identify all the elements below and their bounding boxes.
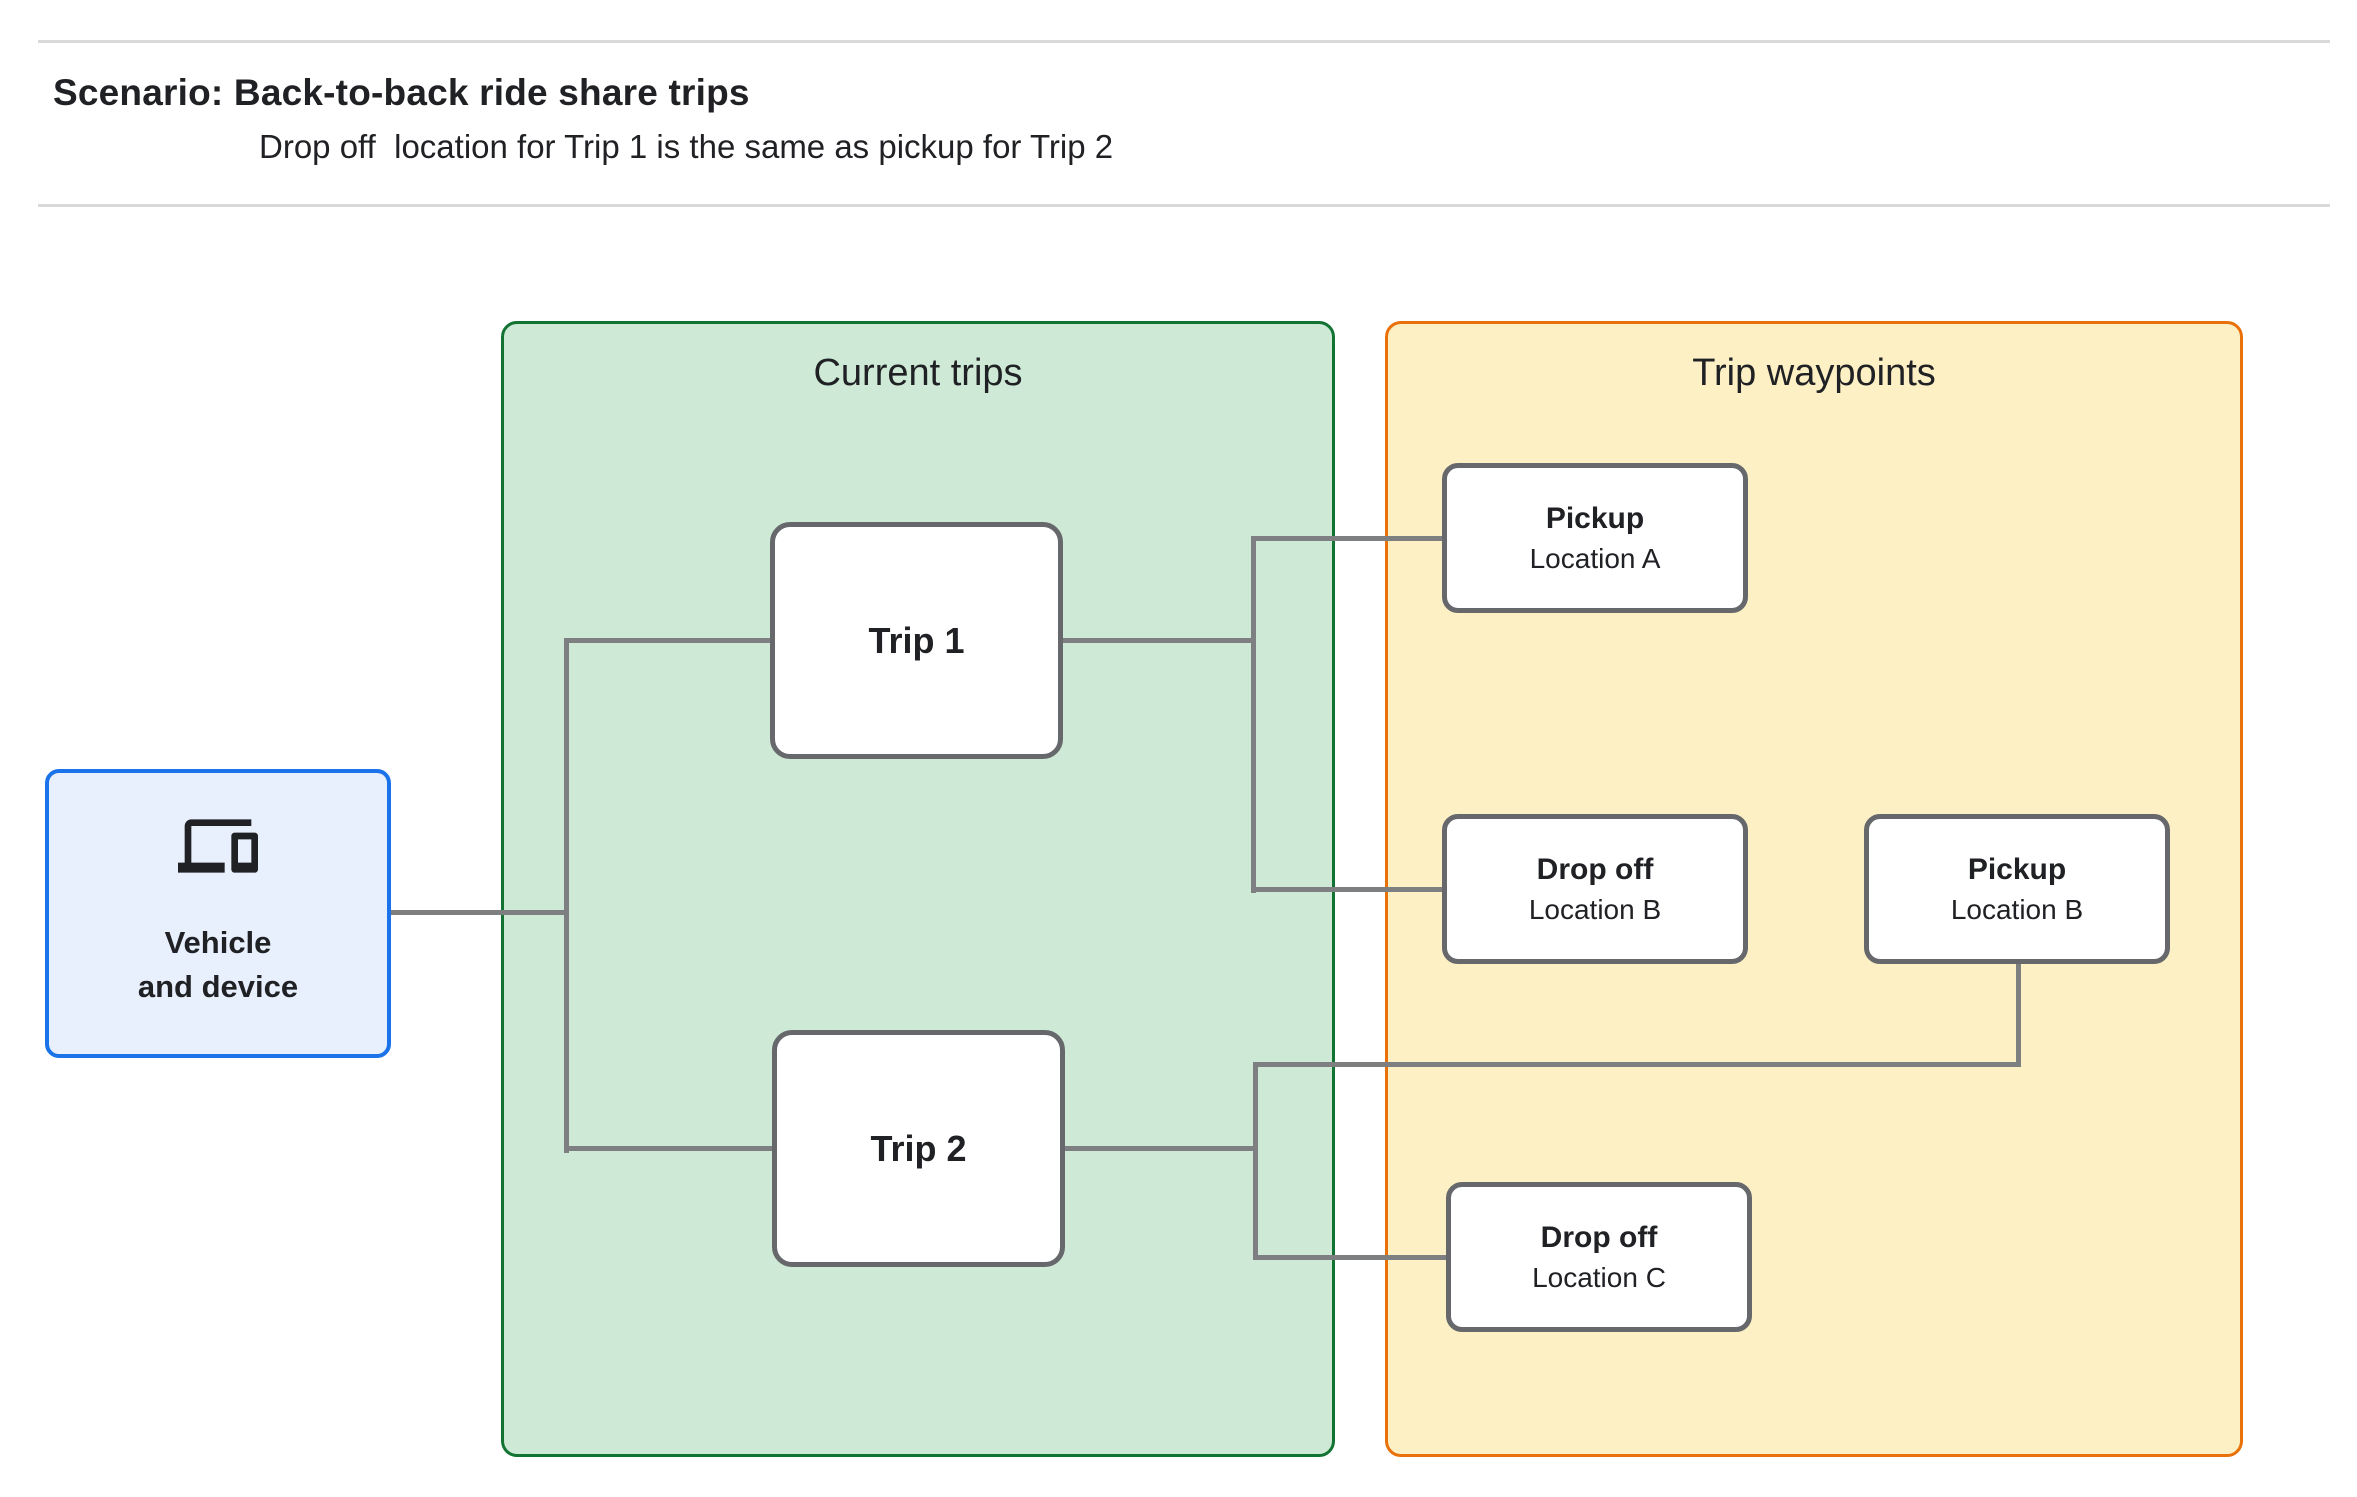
connector-trip1-pickup-a	[1251, 536, 1444, 541]
connector-vehicle-trunk	[391, 910, 568, 915]
waypoint-location: Location B	[1528, 893, 1662, 925]
divider-top	[38, 40, 2330, 43]
waypoint-type: Drop off	[1540, 1220, 1658, 1254]
vehicle-label-line2: and device	[137, 969, 299, 1004]
trip-1-label: Trip 1	[868, 619, 965, 661]
waypoint-location: Location B	[1950, 893, 2084, 925]
trip-1-node: Trip 1	[770, 522, 1063, 759]
waypoint-location: Location A	[1529, 542, 1661, 574]
vehicle-node: Vehicle and device	[45, 769, 391, 1058]
waypoint-type: Pickup	[1967, 852, 2067, 886]
connector-trip1-waypoints-trunk	[1251, 536, 1256, 893]
waypoint-node-pickup-location-a: Pickup Location A	[1442, 463, 1748, 613]
divider-bottom	[38, 204, 2330, 207]
connector-trunk-trip2	[564, 1146, 774, 1151]
trip-2-label: Trip 2	[870, 1127, 967, 1169]
vehicle-label-line1: Vehicle	[164, 925, 272, 960]
connector-trip2-trunk	[1063, 1146, 1258, 1151]
trip-2-node: Trip 2	[772, 1030, 1065, 1267]
waypoint-location: Location C	[1532, 1261, 1666, 1293]
connector-trip1-dropoff-b	[1251, 887, 1444, 892]
connector-trunk-trip1	[564, 638, 772, 643]
connector-trips-trunk	[564, 638, 569, 1153]
diagram-subtitle: Drop off location for Trip 1 is the same…	[259, 128, 1114, 165]
waypoint-node-dropoff-location-c: Drop off Location C	[1446, 1182, 1752, 1332]
waypoint-node-pickup-location-b: Pickup Location B	[1864, 814, 2170, 964]
panel-title-trip-waypoints: Trip waypoints	[1692, 352, 1936, 394]
waypoint-node-dropoff-location-b: Drop off Location B	[1442, 814, 1748, 964]
waypoint-type: Pickup	[1545, 501, 1645, 535]
panel-current-trips: Current trips	[501, 321, 1335, 1457]
waypoint-type: Drop off	[1536, 852, 1654, 886]
diagram-title: Scenario: Back-to-back ride share trips	[53, 72, 750, 113]
connector-trip2-waypoints-trunk	[1253, 1062, 1258, 1259]
connector-trip2-pickup-b	[1253, 1062, 2021, 1067]
vehicle-label: Vehicle and device	[138, 921, 298, 1009]
devices-icon	[178, 819, 258, 873]
connector-pickup-b-riser	[2016, 962, 2021, 1067]
panel-title-current-trips: Current trips	[813, 352, 1023, 394]
connector-trip2-dropoff-c	[1253, 1255, 1449, 1260]
connector-trip1-trunk	[1061, 638, 1256, 643]
